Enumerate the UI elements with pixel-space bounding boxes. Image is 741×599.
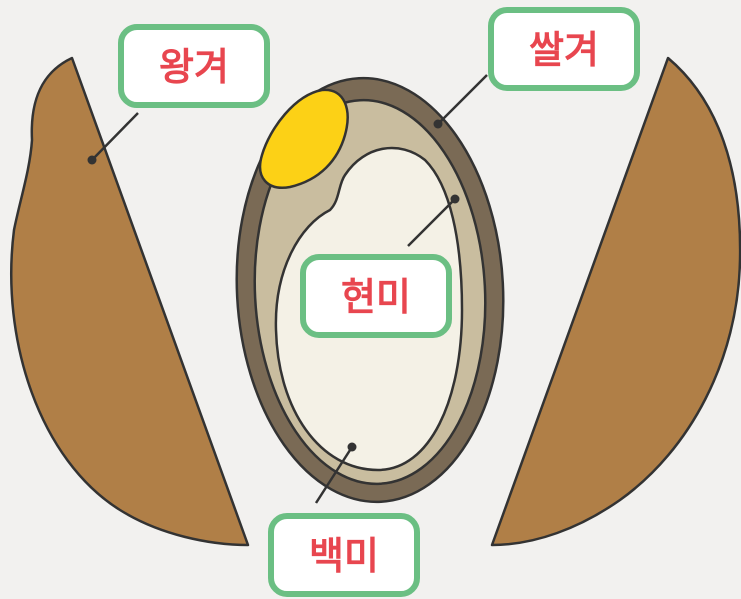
- brown-rice-pointer-dot: [450, 194, 460, 204]
- right-husk-shape: [490, 56, 741, 547]
- white-rice-label-text: 백미: [309, 534, 379, 578]
- germ-shape: [258, 88, 349, 189]
- bran-pointer-dot: [433, 119, 443, 129]
- brown-rice-label-text: 현미: [341, 275, 411, 319]
- brown-rice-label-box: [300, 254, 452, 338]
- husk-label-text: 왕겨: [159, 45, 229, 89]
- white-rice-label: 백미: [268, 513, 420, 597]
- bran-leader-line: [437, 74, 488, 125]
- husk-label: 왕겨: [118, 24, 270, 108]
- husk-leader-line: [91, 112, 139, 161]
- bran-label-text: 쌀겨: [529, 28, 599, 72]
- white-rice-leader-line: [314, 446, 354, 504]
- left-husk-shape: [10, 56, 250, 547]
- brown-rice-label: 현미: [300, 254, 452, 338]
- brown-rice-leader-line: [407, 198, 456, 247]
- husk-label-box: [118, 24, 270, 108]
- husk-pointer-dot: [87, 155, 97, 165]
- white-rice-pointer-dot: [347, 442, 357, 452]
- bran-label-box: [488, 7, 640, 91]
- white-rice-label-box: [268, 513, 420, 597]
- bran-label: 쌀겨: [488, 7, 640, 91]
